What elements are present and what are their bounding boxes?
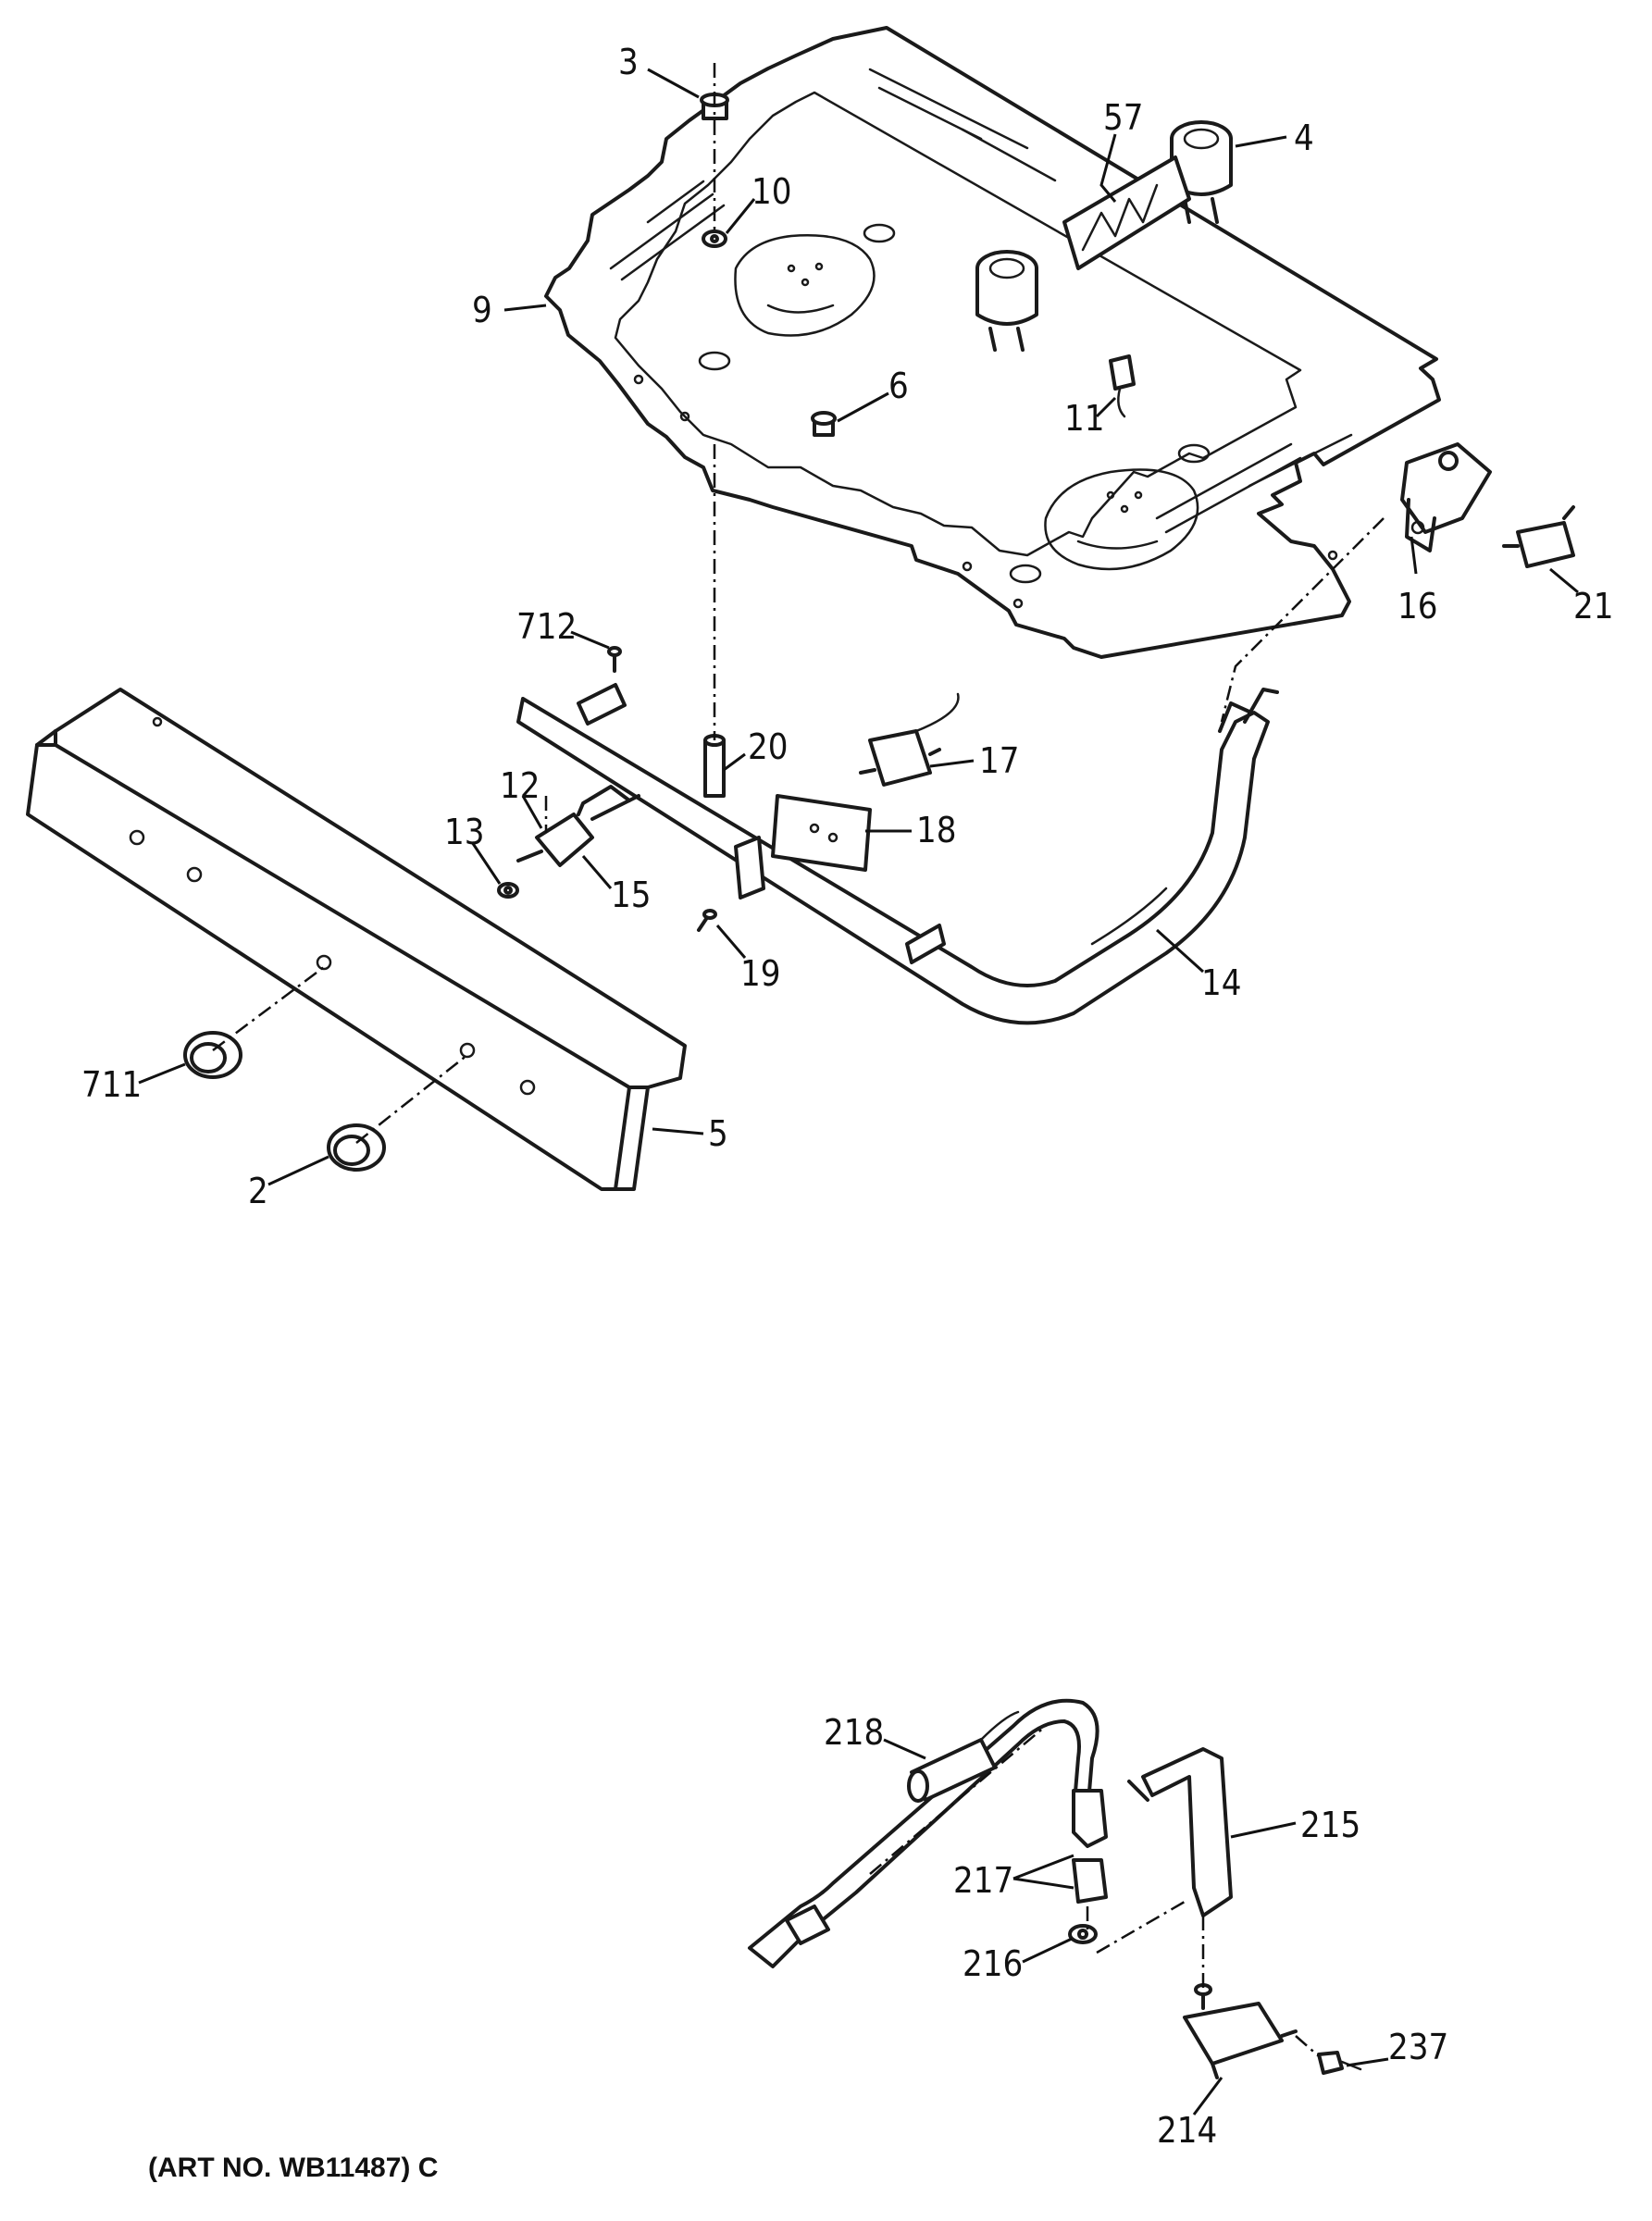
callout-18: 18 xyxy=(916,810,957,850)
screw-part-19 xyxy=(697,909,717,932)
manifold-bracket-part-57 xyxy=(1062,155,1191,270)
valve-part-214 xyxy=(1183,1983,1298,2079)
screw-part-6 xyxy=(811,411,837,437)
control-panel-part-5 xyxy=(26,688,687,1191)
callout-12: 12 xyxy=(500,765,540,806)
callout-14: 14 xyxy=(1201,962,1242,1003)
ignitor-switch-part-17 xyxy=(859,692,960,787)
callout-4: 4 xyxy=(1294,118,1314,158)
callout-217: 217 xyxy=(953,1860,1013,1901)
callout-19: 19 xyxy=(740,953,781,994)
manifold-brackets xyxy=(577,683,946,964)
callout-9: 9 xyxy=(472,290,492,330)
callout-20: 20 xyxy=(748,726,789,767)
knob-part-2 xyxy=(327,1123,386,1172)
callout-11: 11 xyxy=(1064,398,1105,439)
valve-part-15 xyxy=(516,785,640,867)
valve-assembly-part-4 xyxy=(975,120,1233,352)
callout-5: 5 xyxy=(708,1113,728,1154)
screw-part-712 xyxy=(607,646,622,673)
broil-burner-tube xyxy=(748,1698,1108,1968)
callout-10: 10 xyxy=(751,171,792,212)
callout-57: 57 xyxy=(1103,97,1144,138)
regulator-part-16 xyxy=(1400,442,1492,552)
callout-15: 15 xyxy=(611,875,652,915)
clip-part-11 xyxy=(1109,354,1136,418)
orifice-part-20 xyxy=(703,734,726,798)
callout-2: 2 xyxy=(248,1171,268,1211)
callout-16: 16 xyxy=(1397,586,1438,627)
callout-13: 13 xyxy=(444,812,485,852)
ignitor-part-218 xyxy=(907,1710,1020,1803)
callout-215: 215 xyxy=(1300,1805,1360,1845)
art-number-label: (ART NO. WB11487) C xyxy=(148,2153,439,2183)
callout-3: 3 xyxy=(618,42,639,82)
callout-237: 237 xyxy=(1388,2027,1448,2067)
knob-part-711 xyxy=(183,1031,242,1079)
callout-216: 216 xyxy=(963,1943,1023,1984)
callout-17: 17 xyxy=(979,740,1020,781)
nut-part-10 xyxy=(702,230,727,248)
manifold-pipe-part-14 xyxy=(516,688,1279,1025)
bracket-part-215 xyxy=(1127,1747,1233,1917)
callout-711: 711 xyxy=(81,1064,142,1105)
alignment-lines xyxy=(212,63,1385,2057)
callout-labels: 3 57 4 10 9 6 11 16 21 712 20 17 12 13 1… xyxy=(81,42,1614,2151)
callout-214: 214 xyxy=(1157,2110,1217,2151)
callout-6: 6 xyxy=(888,366,909,406)
switch-part-21 xyxy=(1502,505,1575,568)
callout-21: 21 xyxy=(1573,586,1614,627)
bracket-part-18 xyxy=(771,794,872,872)
washer-part-13 xyxy=(497,882,519,899)
leader-lines xyxy=(138,68,1579,2116)
spacer-part-217 xyxy=(1072,1858,1108,1904)
callout-712: 712 xyxy=(516,606,577,647)
nut-part-216 xyxy=(1068,1924,1098,1944)
burner-box-part-9 xyxy=(544,26,1441,659)
fitting-part-237 xyxy=(1317,2051,1362,2075)
callout-218: 218 xyxy=(824,1712,884,1753)
